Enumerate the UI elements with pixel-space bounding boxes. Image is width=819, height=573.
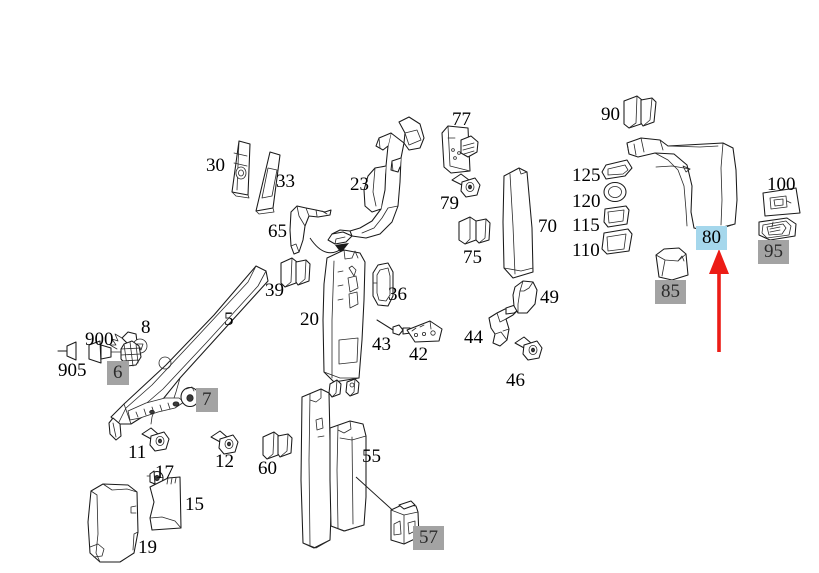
callout-label-15: 15 xyxy=(185,494,204,515)
part-17-small-stud-clip xyxy=(146,470,164,486)
part-7-round-grommet-cap xyxy=(180,386,200,408)
callout-label-39: 39 xyxy=(265,280,284,301)
part-95-handle-bezel xyxy=(758,217,797,241)
callout-label-19: 19 xyxy=(138,537,157,558)
part-100-rectangular-bezel-plate xyxy=(762,187,801,217)
callout-label-115: 115 xyxy=(572,215,600,236)
part-23-b-pillar-bracket xyxy=(327,116,425,245)
callout-label-125: 125 xyxy=(572,165,601,186)
part-115-rounded-square-grommet xyxy=(603,205,630,228)
part-15-lower-side-trim-wedge xyxy=(149,476,182,531)
part-120-round-grommet xyxy=(603,181,627,203)
part-79-flanged-bolt xyxy=(451,173,481,198)
part-20-b-pillar-upper-trim xyxy=(322,249,366,398)
callout-label-7: 7 xyxy=(196,388,218,412)
part-11-flanged-bolt xyxy=(141,427,170,452)
callout-label-90: 90 xyxy=(601,104,620,125)
callout-label-110: 110 xyxy=(572,240,600,261)
callout-label-79: 79 xyxy=(440,193,459,214)
part-75-block-spacer-clip xyxy=(458,216,491,245)
part-65-hook-bracket xyxy=(289,205,332,255)
callout-label-900: 900 xyxy=(85,329,114,350)
part-49-curved-cap xyxy=(512,280,538,314)
part-46-flanged-bolt xyxy=(514,336,543,361)
part-33-narrow-trim-strip xyxy=(255,151,281,215)
callout-label-11: 11 xyxy=(128,442,147,463)
part-39-block-spacer-clip xyxy=(280,257,311,288)
callout-label-120: 120 xyxy=(572,191,601,212)
callout-label-80: 80 xyxy=(696,226,727,250)
part-85-tapered-cap xyxy=(655,247,689,281)
part-90-block-spacer-clip xyxy=(623,95,657,129)
callout-label-6: 6 xyxy=(107,361,129,385)
callout-label-30: 30 xyxy=(206,155,225,176)
callout-label-85: 85 xyxy=(655,280,686,304)
part-125-slanted-grommet xyxy=(601,159,633,180)
callout-label-55: 55 xyxy=(362,446,381,467)
callout-label-95: 95 xyxy=(758,240,789,264)
callout-label-100: 100 xyxy=(767,174,796,195)
callout-label-12: 12 xyxy=(215,451,234,472)
part-5-a-pillar-trim-panel xyxy=(108,265,269,441)
callout-label-8: 8 xyxy=(141,317,151,338)
part-19-kick-panel-cover xyxy=(87,483,139,563)
part-36-oval-cover-ring xyxy=(372,262,394,307)
curved-assembly-arrow xyxy=(309,237,349,254)
red-up-arrow xyxy=(709,249,729,352)
callout-label-33: 33 xyxy=(276,171,295,192)
callout-label-36: 36 xyxy=(388,284,407,305)
callout-label-44: 44 xyxy=(464,327,483,348)
part-12-flanged-bolt xyxy=(210,430,239,455)
callout-label-77: 77 xyxy=(452,109,471,130)
callout-label-43: 43 xyxy=(372,334,391,355)
callout-label-20: 20 xyxy=(300,309,319,330)
part-30-narrow-trim-strip xyxy=(231,140,251,199)
part-42-mounting-plate xyxy=(406,320,443,343)
callout-label-46: 46 xyxy=(506,370,525,391)
callout-label-60: 60 xyxy=(258,458,277,479)
part-6-expanding-rivet-clip xyxy=(120,340,142,367)
part-55-b-pillar-lower-trim xyxy=(300,388,400,549)
part-77-mounting-bracket xyxy=(441,125,479,174)
part-110-rectangular-grommet xyxy=(601,228,633,255)
callout-label-70: 70 xyxy=(538,216,557,237)
part-905-small-cap-plug xyxy=(57,341,77,361)
callout-label-49: 49 xyxy=(540,287,559,308)
callout-label-42: 42 xyxy=(409,344,428,365)
part-60-block-spacer-clip xyxy=(262,431,293,460)
callout-label-57: 57 xyxy=(413,526,444,550)
part-43-pin-fastener xyxy=(376,319,412,336)
callout-label-75: 75 xyxy=(463,247,482,268)
part-57-belt-adjuster-cover xyxy=(390,500,420,545)
callout-label-65: 65 xyxy=(268,221,287,242)
callout-label-17: 17 xyxy=(155,462,174,483)
part-900-cap-plug xyxy=(88,340,122,364)
callout-label-23: 23 xyxy=(350,174,369,195)
part-80-rear-quarter-trim-panel xyxy=(626,137,738,232)
part-70-c-pillar-trim-panel xyxy=(502,167,534,279)
callout-label-905: 905 xyxy=(58,360,87,381)
callout-label-5: 5 xyxy=(224,309,234,330)
